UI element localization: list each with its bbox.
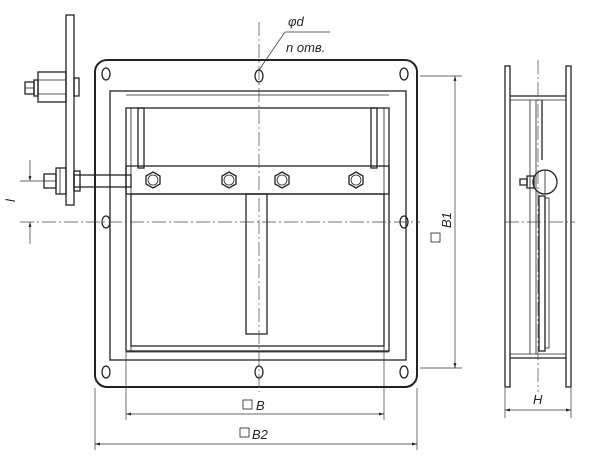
lever-plate bbox=[65, 14, 75, 206]
mounting-hole bbox=[101, 67, 111, 81]
front-view bbox=[20, 22, 420, 392]
shaft bbox=[73, 174, 132, 188]
side-flange-right bbox=[565, 65, 572, 388]
upper-guide-left bbox=[137, 107, 145, 169]
dim-b2-group: B2 bbox=[239, 427, 269, 442]
hole-diameter-label: φd bbox=[288, 14, 304, 29]
dim-b-label: B bbox=[256, 398, 265, 413]
dim-b-group: B bbox=[242, 398, 265, 413]
side-view bbox=[504, 60, 575, 392]
mounting-hole bbox=[101, 365, 111, 379]
bolt bbox=[221, 171, 237, 189]
dim-b2-label: B2 bbox=[252, 427, 269, 442]
bolt bbox=[145, 171, 161, 189]
dimensions bbox=[20, 31, 572, 450]
damper-blade bbox=[130, 193, 385, 347]
bolt bbox=[348, 171, 364, 189]
mounting-hole bbox=[399, 365, 409, 379]
blade-stiffener bbox=[245, 193, 268, 335]
hole-count-label: n отв. bbox=[286, 40, 325, 55]
inner-flange-edge bbox=[109, 90, 407, 361]
dim-b1-label: B1 bbox=[439, 212, 454, 228]
side-blade bbox=[538, 195, 546, 352]
bolt bbox=[274, 171, 290, 189]
upper-guide-right bbox=[370, 107, 378, 169]
outer-flange bbox=[94, 59, 418, 388]
inner-opening bbox=[125, 107, 390, 352]
dim-h-label: H bbox=[533, 392, 543, 407]
dim-b1-group: B1 bbox=[430, 212, 454, 243]
mounting-hole bbox=[399, 67, 409, 81]
side-flange-left bbox=[504, 65, 511, 388]
handle-assembly bbox=[24, 14, 132, 206]
dim-l-label: l bbox=[3, 198, 18, 202]
upper-bracket bbox=[37, 71, 67, 103]
